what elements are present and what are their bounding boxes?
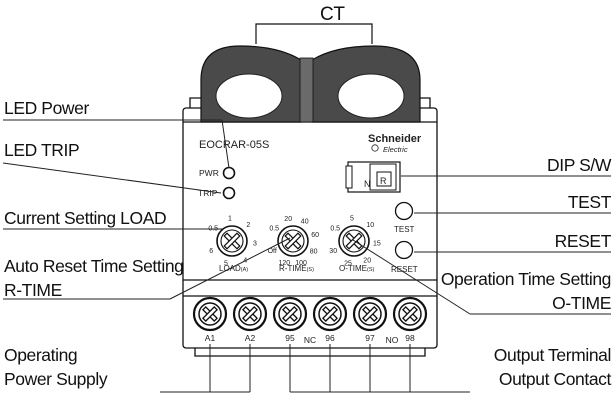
auto-reset-callout-line1: Auto Reset Time Setting bbox=[4, 256, 184, 276]
ct-core-right bbox=[311, 45, 421, 123]
terminal-slot-icon bbox=[322, 306, 338, 322]
op-time-callout-line2: O-TIME bbox=[552, 293, 611, 313]
dial-scale-label: 0.5 bbox=[330, 225, 340, 232]
terminal-slot-icon bbox=[362, 306, 378, 322]
dial-scale-label: 30 bbox=[329, 248, 337, 255]
reset-callout: RESET bbox=[554, 231, 612, 251]
ct-divider bbox=[299, 57, 314, 123]
operating-callout-line2: Power Supply bbox=[4, 369, 108, 389]
dial-scale-label: 5 bbox=[224, 261, 228, 268]
output-contact-callout: Output Contact bbox=[498, 369, 612, 389]
dial-scale-label: 5 bbox=[350, 216, 354, 223]
test-button[interactable] bbox=[394, 201, 414, 221]
dial-scale-label: 100 bbox=[295, 260, 307, 267]
terminal-slot-icon bbox=[282, 306, 298, 322]
reset-button-label: RESET bbox=[391, 265, 418, 274]
dial-scale-label: 60 bbox=[311, 232, 319, 239]
terminal-slot-icon bbox=[242, 306, 258, 322]
terminal-block: A1 A2 95 96 97 98 NC NO bbox=[192, 296, 428, 345]
dial-scale-label: 20 bbox=[284, 216, 292, 223]
reset-button[interactable] bbox=[394, 240, 414, 260]
dial-slot-icon bbox=[223, 232, 241, 250]
op-time-callout-line1: Operation Time Setting bbox=[440, 269, 612, 289]
pwr-label: PWR bbox=[199, 168, 219, 178]
contact-type-label: NC bbox=[304, 335, 316, 345]
led-power-callout: LED Power bbox=[4, 98, 89, 118]
dial-scale-label: 1 bbox=[228, 216, 232, 223]
terminal-label: A2 bbox=[245, 333, 256, 343]
dial-scale-label: 2 bbox=[246, 222, 250, 229]
dial-slot-icon bbox=[284, 232, 302, 250]
ct-label: CT bbox=[320, 4, 345, 25]
brand-label: Schneider bbox=[368, 133, 422, 145]
test-button-label: TEST bbox=[394, 225, 415, 234]
dial-scale-label: Off bbox=[268, 248, 277, 255]
dial-scale-label: 80 bbox=[310, 249, 318, 256]
output-terminal-callout: Output Terminal bbox=[493, 345, 612, 365]
dial-scale-label: 10 bbox=[366, 222, 374, 229]
leader-lines bbox=[2, 119, 611, 393]
dial-scale-label: 15 bbox=[373, 241, 381, 248]
contact-type-label: NO bbox=[386, 335, 399, 345]
ct-core-left bbox=[200, 45, 302, 123]
terminal-label: 97 bbox=[365, 333, 375, 343]
brand-sub-label: Electric bbox=[383, 145, 408, 154]
model-label: EOCRAR-05S bbox=[199, 139, 269, 151]
terminal-label: 98 bbox=[405, 333, 415, 343]
o-time-dial-label: O-TIME(S) bbox=[339, 264, 375, 273]
operating-callout-line1: Operating bbox=[4, 345, 78, 365]
led-power-icon bbox=[222, 166, 236, 180]
current-setting-callout: Current Setting LOAD bbox=[4, 208, 167, 228]
test-callout: TEST bbox=[567, 192, 612, 212]
led-trip-icon bbox=[222, 186, 236, 200]
dip-n-label: N bbox=[364, 179, 371, 189]
trip-label: TRIP bbox=[198, 188, 218, 198]
terminal-label: 96 bbox=[325, 333, 335, 343]
dial-scale-label: 40 bbox=[301, 219, 309, 226]
ct-bracket bbox=[255, 23, 373, 44]
dip-sw-callout: DIP S/W bbox=[547, 155, 611, 175]
r-time-dial-label: R-TIME(S) bbox=[279, 264, 314, 273]
led-trip-callout: LED TRIP bbox=[4, 140, 80, 160]
terminal-slot-icon bbox=[202, 306, 218, 322]
dip-switch[interactable]: N R bbox=[345, 161, 401, 193]
terminal-label: 95 bbox=[285, 333, 295, 343]
dial-scale-label: 3 bbox=[253, 241, 257, 248]
dial-scale-label: 6 bbox=[209, 248, 213, 255]
auto-reset-callout-line2: R-TIME bbox=[4, 280, 62, 300]
dial-scale-label: 20 bbox=[363, 257, 371, 264]
terminal-label: A1 bbox=[205, 333, 216, 343]
dial-scale-label: 25 bbox=[344, 261, 352, 268]
terminal-slot-icon bbox=[402, 306, 418, 322]
dial-scale-label: 0.5 bbox=[269, 225, 279, 232]
dip-r-label: R bbox=[380, 176, 387, 186]
dial-scale-label: 120 bbox=[278, 260, 290, 267]
brand-logo-icon bbox=[371, 144, 379, 152]
